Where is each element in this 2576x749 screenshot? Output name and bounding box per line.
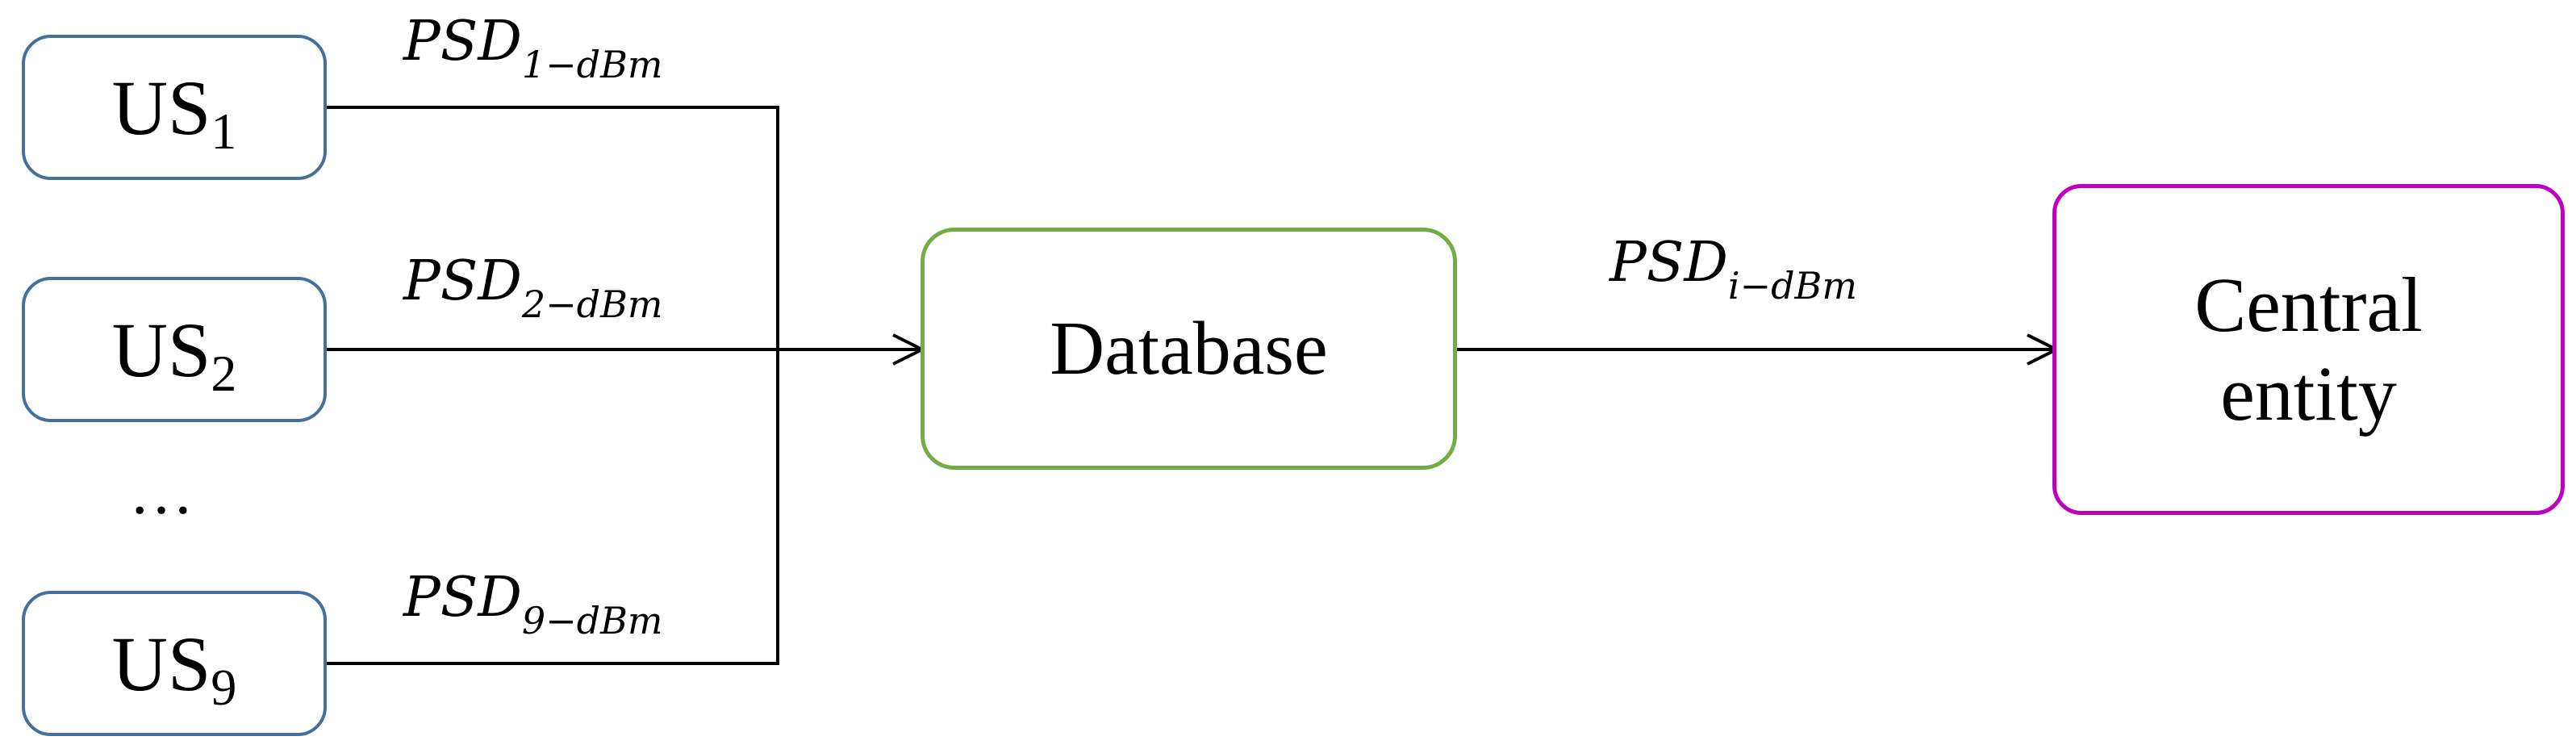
- us1-node: US1: [22, 35, 327, 180]
- us2-label: US2: [111, 306, 237, 402]
- us2-node: US2: [22, 277, 327, 422]
- edge-label-psdi: PSDi−dBm: [1609, 231, 1857, 308]
- database-label: Database: [1050, 307, 1328, 391]
- edge-label-psd2: PSD2−dBm: [403, 249, 663, 326]
- us1-label: US1: [111, 64, 237, 160]
- central-entity-line1: Central: [2194, 261, 2423, 348]
- central-entity-node: Central entity: [2052, 184, 2565, 515]
- us9-label: US9: [111, 620, 237, 716]
- us9-node: US9: [22, 591, 327, 736]
- edge-label-psd9: PSD9−dBm: [403, 566, 663, 642]
- ellipsis: …: [129, 457, 194, 528]
- database-node: Database: [921, 228, 1457, 470]
- central-entity-line2: entity: [2220, 350, 2397, 437]
- edge-label-psd1: PSD1−dBm: [403, 10, 663, 86]
